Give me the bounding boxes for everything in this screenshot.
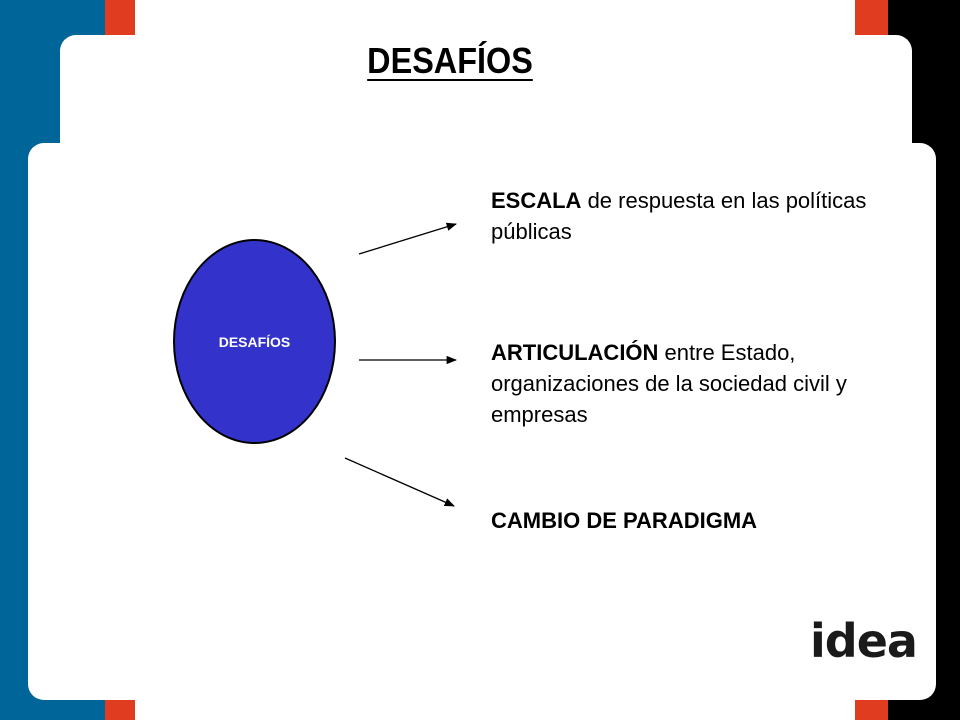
item-articulacion: ARTICULACIÓN entre Estado, organizacione… — [491, 337, 931, 430]
slide-title: DESAFÍOS — [367, 40, 533, 81]
item-escala: ESCALA de respuesta en las políticas púb… — [491, 185, 931, 247]
idea-logo: idea — [810, 614, 918, 668]
item-escala-keyword: ESCALA — [491, 188, 582, 213]
item-escala-text: de respuesta en las políticas públicas — [491, 188, 867, 244]
item-articulacion-text: entre Estado, organizaciones de la socie… — [491, 340, 847, 427]
item-cambio: CAMBIO DE PARADIGMA — [491, 505, 931, 536]
center-ellipse-label: DESAFÍOS — [218, 333, 291, 350]
arrow-to-item-1 — [358, 222, 457, 255]
item-articulacion-keyword: ARTICULACIÓN — [491, 340, 659, 365]
arrow-to-item-3 — [344, 457, 455, 507]
lower-panel — [28, 143, 936, 700]
item-cambio-keyword: CAMBIO DE PARADIGMA — [491, 508, 758, 533]
center-ellipse: DESAFÍOS — [173, 239, 336, 444]
